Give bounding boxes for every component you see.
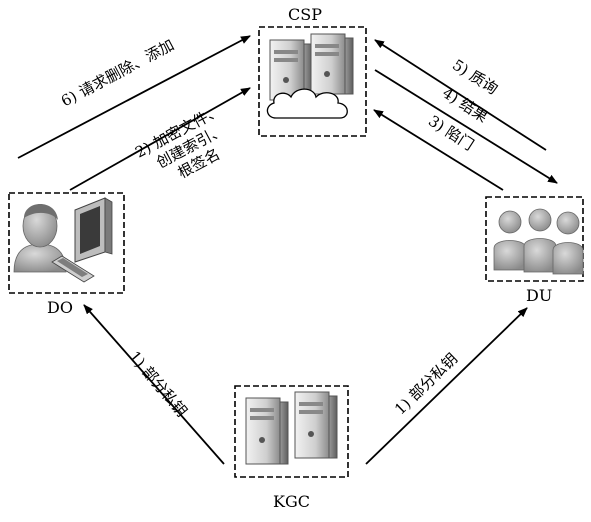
user-group-icon: [494, 209, 583, 274]
user-at-computer-icon: [14, 198, 112, 282]
do-label: DO: [47, 299, 73, 317]
csp-server-icon: [270, 34, 353, 100]
du-label: DU: [526, 287, 552, 305]
csp-label: CSP: [288, 6, 322, 24]
kgc-server-icon: [246, 392, 337, 464]
arrow-kgc-to-du: [366, 308, 527, 464]
kgc-label: KGC: [273, 493, 310, 511]
